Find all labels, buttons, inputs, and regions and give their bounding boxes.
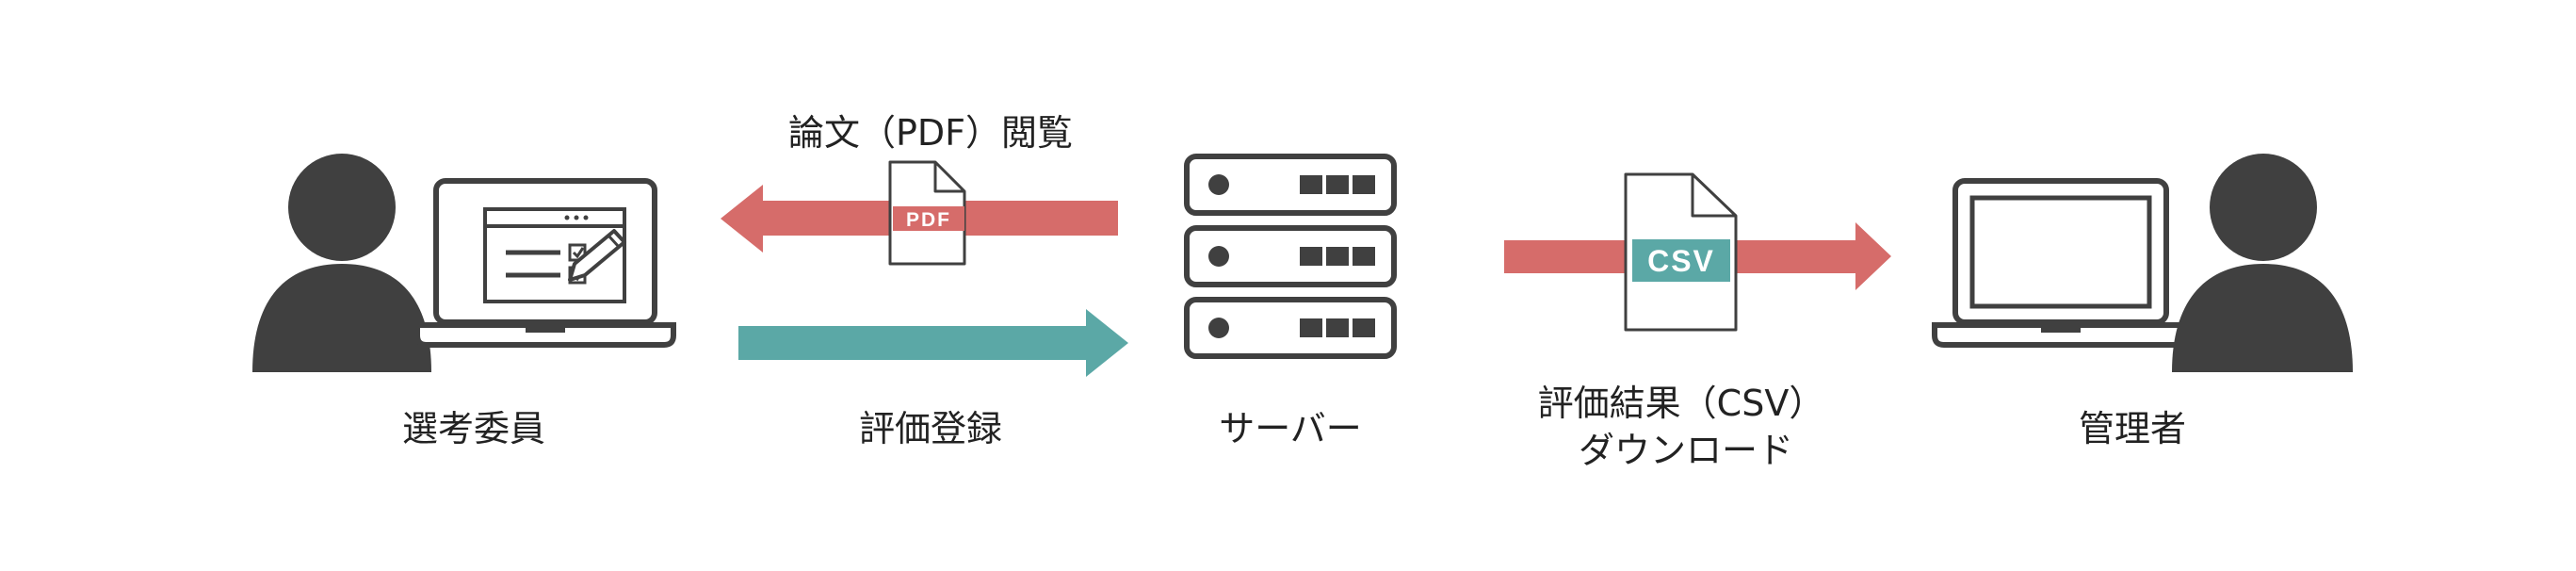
eval-register-arrow: [738, 309, 1128, 377]
reviewer-label: 選考委員: [401, 408, 546, 449]
server-unit: [1184, 154, 1397, 216]
csv-download-label-line2: ダウンロード: [1578, 430, 1794, 471]
server-unit: [1184, 297, 1397, 359]
server-unit: [1184, 225, 1397, 287]
csv-badge-label: CSV: [1647, 244, 1715, 278]
admin-label: 管理者: [2078, 408, 2187, 449]
pencil-icon: [568, 229, 626, 282]
server-icon: [1184, 154, 1397, 359]
pdf-view-label: 論文（PDF）閲覧: [787, 112, 1074, 154]
admin-laptop-icon: [1932, 178, 2190, 348]
csv-file-icon: CSV: [1624, 172, 1738, 332]
pdf-badge-label: PDF: [906, 209, 951, 231]
eval-register-label: 評価登録: [858, 408, 1003, 449]
reviewer-person-icon: [252, 154, 431, 372]
admin-person-icon: [2172, 154, 2353, 372]
server-label: サーバー: [1219, 408, 1362, 449]
csv-download-label-line1: 評価結果（CSV）: [1537, 383, 1825, 424]
pdf-file-icon: PDF: [888, 160, 966, 266]
